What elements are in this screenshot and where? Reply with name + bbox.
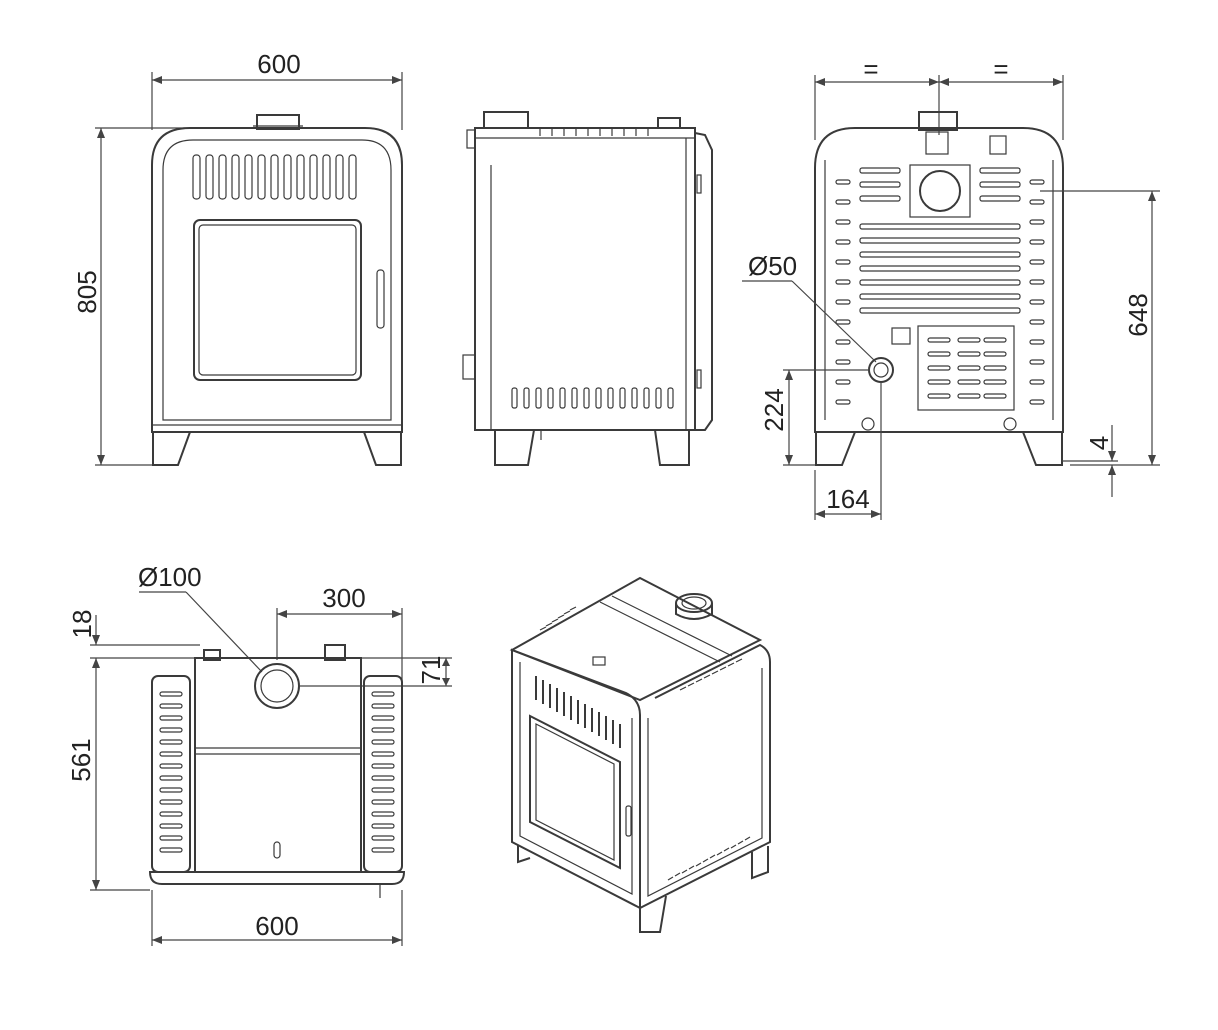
back-panel-slots xyxy=(927,337,1007,399)
back-height-label: 648 xyxy=(1123,293,1153,336)
pipe-diameter-label: Ø50 xyxy=(748,251,797,281)
front-vent-slots xyxy=(192,154,357,200)
isometric-view xyxy=(509,576,771,933)
iso-front-vents xyxy=(535,676,621,748)
back-pipe-height-label: 224 xyxy=(759,388,789,431)
back-equal-left-label: = xyxy=(863,54,878,84)
door-handle xyxy=(376,269,385,329)
top-side-slots xyxy=(159,691,395,853)
back-vent-slots xyxy=(835,167,1045,405)
top-flue-offset-label: 300 xyxy=(322,583,365,613)
side-top-vent xyxy=(539,128,649,136)
top-flue-outlet xyxy=(254,663,300,709)
top-flue-diameter-label: Ø100 xyxy=(138,562,202,592)
back-pipe-connector xyxy=(868,357,894,383)
top-view: 300 Ø100 18 561 71 xyxy=(66,562,452,946)
iso-side-vents xyxy=(667,836,751,881)
side-bottom-vent xyxy=(511,387,674,409)
iso-top-vents xyxy=(539,606,743,691)
top-rear-gap-label: 18 xyxy=(67,610,97,639)
front-width-label: 600 xyxy=(257,49,300,79)
front-door-glass xyxy=(193,219,362,381)
iso-door-glass xyxy=(529,714,621,870)
back-equal-right-label: = xyxy=(993,54,1008,84)
front-height-label: 805 xyxy=(72,270,102,313)
top-depth-label: 561 xyxy=(66,738,96,781)
back-pipe-offset-label: 164 xyxy=(826,484,869,514)
top-width-label: 600 xyxy=(255,911,298,941)
front-view: 600 805 xyxy=(72,49,403,466)
top-flue-depth-label: 71 xyxy=(416,656,446,685)
back-view: = = xyxy=(742,54,1160,520)
back-foot-label: 4 xyxy=(1084,436,1114,450)
side-view xyxy=(462,111,713,466)
